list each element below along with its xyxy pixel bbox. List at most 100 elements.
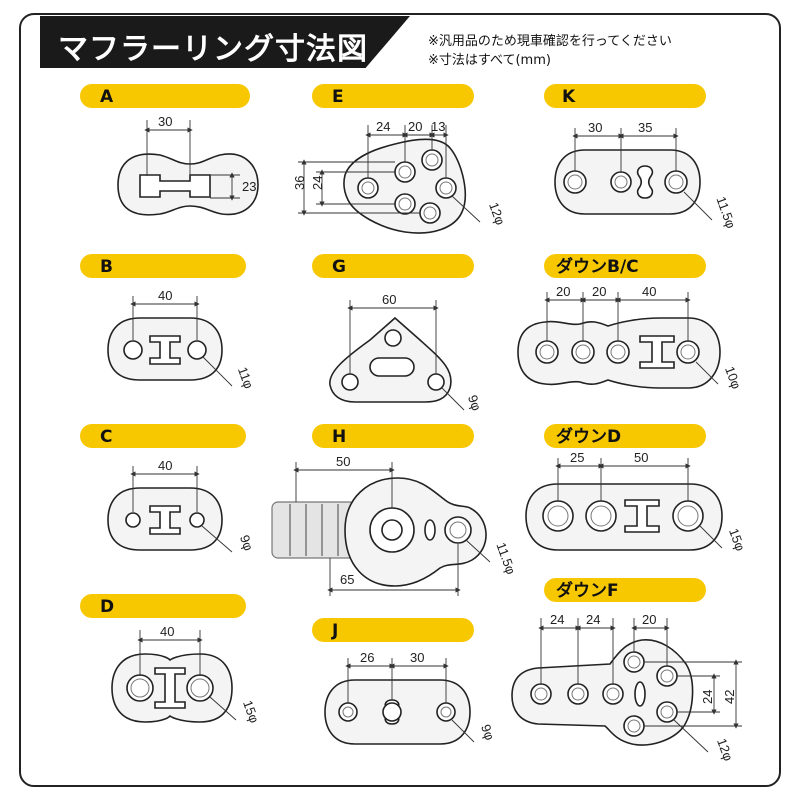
note-fitment: ※汎用品のため現車確認を行ってください: [428, 34, 672, 49]
dim-e-v1: 36: [292, 176, 307, 190]
hole-h-main-inner: [381, 519, 403, 541]
part-down-d: ダウンD 25 50 15φ: [525, 424, 748, 553]
label-d: D: [100, 597, 114, 617]
slot-h: [424, 519, 436, 541]
label-b: B: [100, 257, 113, 277]
dim-down-bc-hole: 10φ: [722, 364, 744, 391]
note-units: ※寸法はすべて(mm): [428, 53, 551, 68]
dim-e-1: 24: [376, 119, 390, 134]
dim-j-2: 30: [410, 650, 424, 665]
dim-d-hole: 15φ: [240, 698, 262, 725]
hole-down-bc-2: [571, 340, 595, 364]
hole-down-f-3: [602, 683, 624, 705]
dim-down-d-2: 50: [634, 450, 648, 465]
hole-g-left: [341, 373, 359, 391]
dim-down-bc-2: 20: [592, 284, 606, 299]
dim-g-width: 60: [382, 292, 396, 307]
label-g: G: [332, 257, 346, 277]
dim-d-width: 40: [160, 624, 174, 639]
slot-down-f: [634, 681, 646, 707]
dim-e-2: 20: [408, 119, 422, 134]
label-a: A: [100, 87, 114, 107]
label-down-f: ダウンF: [556, 580, 619, 601]
dim-h-hole: 11.5φ: [493, 540, 518, 576]
part-h: H 50 65 11.5φ: [271, 424, 519, 596]
hole-h-small: [444, 516, 472, 544]
dim-down-f-2: 24: [586, 612, 600, 627]
dim-down-f-hole: 12φ: [714, 736, 736, 763]
hole-k-mid: [610, 171, 632, 193]
part-d: D 40 15φ: [80, 594, 262, 725]
dim-down-f-1: 24: [550, 612, 564, 627]
page-title: マフラーリング寸法図: [58, 32, 368, 67]
part-j: J 26 30 9φ: [312, 618, 498, 745]
hole-k-right: [664, 170, 688, 194]
dim-c-width: 40: [158, 458, 172, 473]
label-c: C: [100, 427, 112, 447]
i-slot-d: [154, 667, 186, 709]
dim-down-f-v1: 24: [700, 690, 715, 704]
hole-k-left: [563, 170, 587, 194]
hole-down-f-top: [623, 651, 645, 673]
dim-e-v2: 24: [310, 176, 325, 190]
dim-g-hole: 9φ: [465, 393, 484, 413]
hole-g-top: [384, 329, 402, 347]
part-b: B 40 11φ: [80, 254, 256, 391]
part-e: E 24 20 13: [292, 84, 508, 234]
i-slot-b: [149, 335, 181, 365]
hole-e-4: [394, 193, 416, 215]
label-down-bc: ダウンB/C: [556, 256, 639, 277]
dim-j-1: 26: [360, 650, 374, 665]
hole-down-bc-3: [606, 340, 630, 364]
label-k: K: [562, 87, 576, 107]
dim-down-f-3: 20: [642, 612, 656, 627]
hole-e-1: [357, 177, 379, 199]
label-pill-down-bc: [544, 254, 706, 278]
label-pill-j: [312, 618, 474, 642]
dim-b-width: 40: [158, 288, 172, 303]
label-down-d: ダウンD: [556, 426, 621, 447]
hole-down-bc-1: [535, 340, 559, 364]
hole-c-left: [125, 512, 141, 528]
label-pill-g: [312, 254, 474, 278]
slot-g: [369, 357, 415, 377]
dim-b-hole: 11φ: [235, 365, 257, 391]
dim-down-d-hole: 15φ: [726, 526, 748, 553]
i-slot-down-d: [624, 499, 660, 533]
dim-k-2: 35: [638, 120, 652, 135]
dim-down-bc-3: 40: [642, 284, 656, 299]
hole-e-5: [435, 177, 457, 199]
part-down-bc: ダウンB/C 20 20 40 10φ: [517, 254, 744, 391]
label-pill-c: [80, 424, 246, 448]
part-g: G 60 9φ: [312, 254, 484, 413]
hole-j-right: [436, 702, 456, 722]
dim-e-hole: 12φ: [486, 200, 508, 227]
hole-e-6: [419, 202, 441, 224]
h-slot-a: [139, 174, 211, 198]
label-pill-down-f: [544, 578, 706, 602]
dim-k-1: 30: [588, 120, 602, 135]
label-j: J: [331, 621, 338, 641]
label-e: E: [332, 87, 344, 107]
hole-down-f-5: [656, 701, 678, 723]
outer-frame: [19, 13, 781, 787]
hole-down-f-1: [530, 683, 552, 705]
i-slot-down-bc: [639, 335, 675, 369]
hole-down-f-bottom: [623, 715, 645, 737]
dim-h-bottom: 65: [340, 572, 354, 587]
hole-b-right: [187, 340, 207, 360]
dim-c-hole: 9φ: [237, 533, 256, 553]
hole-down-f-2: [567, 683, 589, 705]
rubber-sleeve-h: [271, 501, 357, 559]
label-pill-e: [312, 84, 474, 108]
label-pill-d: [80, 594, 246, 618]
hole-down-f-4: [656, 665, 678, 687]
dim-a-width: 30: [158, 114, 172, 129]
dim-a-height: 23: [242, 179, 256, 194]
ring-body-h: [344, 477, 487, 587]
ring-body-down-f: [511, 639, 694, 746]
part-c: C 40 9φ: [80, 424, 256, 553]
label-pill-b: [80, 254, 246, 278]
hole-b-left: [123, 340, 143, 360]
